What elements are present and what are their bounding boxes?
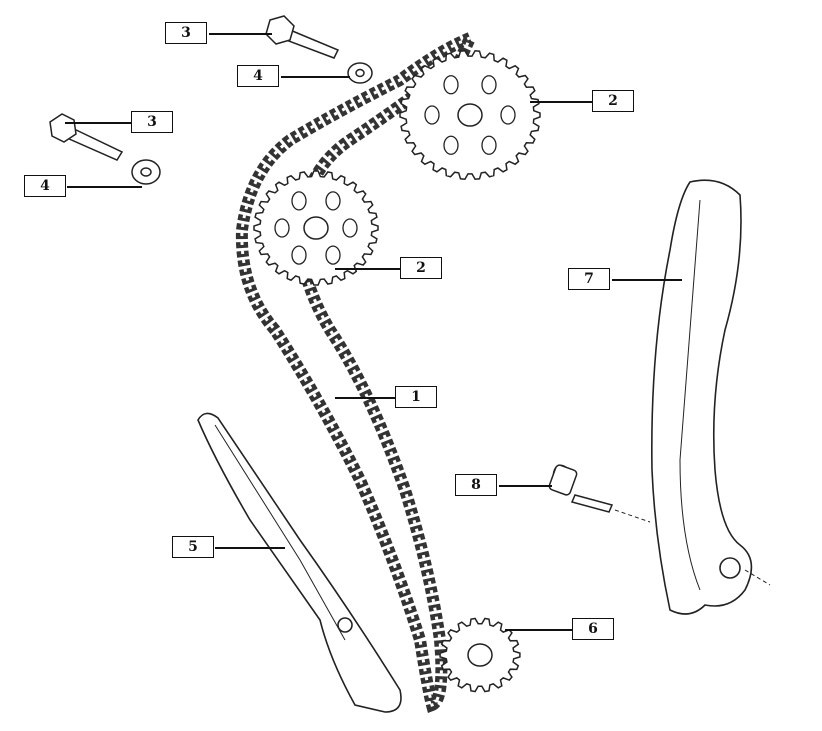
callout-fixed-guide: 5: [172, 536, 214, 558]
leader-line-washer: [281, 76, 350, 78]
sprockets: [253, 50, 541, 693]
callout-bolt: 3: [131, 111, 173, 133]
crankshaft-sprocket: [439, 617, 521, 693]
tensioner-guide: [651, 179, 771, 615]
gear-hole: [342, 218, 358, 238]
callout-crankshaft-sprocket: 6: [572, 618, 614, 640]
gear-hole: [443, 135, 459, 155]
leader-line-pivot-bolt: [499, 485, 552, 487]
gear-hole: [481, 75, 497, 95]
gear-hole: [325, 191, 341, 211]
leader-line-timing-chain: [335, 397, 395, 399]
leader-line-bolt: [209, 33, 272, 35]
leader-line-bolt: [65, 122, 131, 124]
gear-hole: [274, 218, 290, 238]
leader-line-washer: [67, 186, 142, 188]
leader-line-crankshaft-sprocket: [505, 629, 572, 631]
callout-pivot-bolt: 8: [455, 474, 497, 496]
gear-hole: [291, 191, 307, 211]
leader-line-camshaft-sprocket: [530, 101, 592, 103]
gear-hole: [424, 105, 440, 125]
gear-hub: [457, 103, 483, 127]
leader-line-camshaft-sprocket: [335, 268, 400, 270]
callout-camshaft-sprocket: 2: [400, 257, 442, 279]
bolt-upper: [265, 15, 340, 59]
callout-tensioner-guide: 7: [568, 268, 610, 290]
callout-washer: 4: [237, 65, 279, 87]
washer-left: [131, 159, 161, 185]
camshaft-sprocket-lower: [253, 170, 379, 286]
fixed-guide: [197, 412, 402, 713]
callout-camshaft-sprocket: 2: [592, 90, 634, 112]
washer-upper: [347, 62, 373, 84]
gear-hole: [500, 105, 516, 125]
gear-hole: [481, 135, 497, 155]
camshaft-sprocket-upper: [399, 50, 541, 180]
gear-hub: [303, 216, 329, 240]
gear-hub: [467, 643, 493, 667]
leader-line-tensioner-guide: [612, 279, 682, 281]
callout-washer: 4: [24, 175, 66, 197]
callout-timing-chain: 1: [395, 386, 437, 408]
gear-hole: [291, 245, 307, 265]
pivot-bolt: [548, 464, 651, 523]
chain-pins: [240, 35, 473, 708]
callout-bolt: 3: [165, 22, 207, 44]
gear-hole: [325, 245, 341, 265]
bolt-left: [49, 113, 124, 161]
gear-hole: [443, 75, 459, 95]
leader-line-fixed-guide: [215, 547, 285, 549]
